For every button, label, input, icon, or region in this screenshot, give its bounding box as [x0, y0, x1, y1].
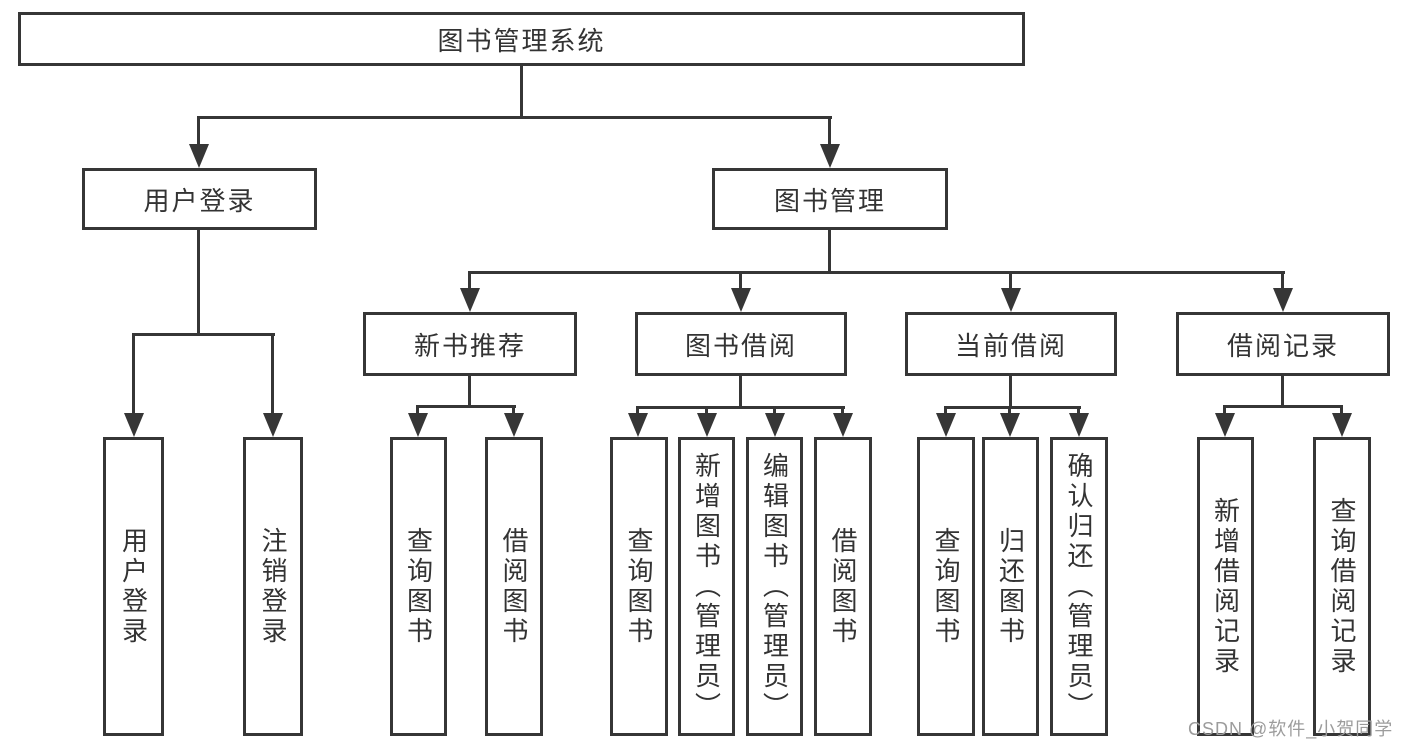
- leaf-label: 归还图书: [995, 526, 1026, 647]
- node-current-borrow: 当前借阅: [905, 312, 1117, 376]
- connector-line: [417, 405, 516, 408]
- leaf-add-books-admin: 新增图书（管理员）: [678, 437, 735, 736]
- leaf-label: 查询借阅记录: [1327, 496, 1357, 677]
- node-label: 当前借阅: [954, 330, 1067, 361]
- connector-line: [1009, 376, 1012, 409]
- node-label: 图书管理: [773, 185, 886, 216]
- connector-line: [520, 66, 523, 119]
- csdn-watermark: CSDN @软件_小贺同学: [1188, 719, 1394, 739]
- node-label: 图书借阅: [684, 330, 797, 361]
- connector-line: [1008, 406, 1011, 419]
- node-label: 图书管理系统: [437, 25, 606, 56]
- node-borrow-records: 借阅记录: [1176, 312, 1390, 376]
- leaf-label: 编辑图书（管理员）: [759, 451, 790, 722]
- arrow-down-icon: [504, 413, 524, 437]
- leaf-label: 查询图书: [931, 526, 961, 647]
- leaf-label: 新增图书（管理员）: [691, 451, 722, 722]
- arrow-down-icon: [124, 413, 144, 437]
- connector-line: [133, 333, 275, 336]
- connector-line: [1281, 376, 1284, 408]
- arrow-down-icon: [1001, 288, 1021, 312]
- arrow-down-icon: [408, 413, 428, 437]
- arrow-down-icon: [1215, 413, 1235, 437]
- leaf-query-borrow-record: 查询借阅记录: [1313, 437, 1371, 736]
- leaf-label: 确认归还（管理员）: [1064, 451, 1094, 722]
- leaf-label: 借阅图书: [499, 526, 529, 647]
- arrow-down-icon: [731, 288, 751, 312]
- arrow-down-icon: [1000, 413, 1020, 437]
- node-book-management: 图书管理: [712, 168, 948, 230]
- connector-line: [636, 406, 639, 419]
- leaf-query-books: 查询图书: [917, 437, 975, 736]
- connector-line: [828, 230, 831, 274]
- connector-line: [739, 271, 742, 293]
- leaf-label: 注销登录: [258, 526, 288, 647]
- connector-line: [739, 376, 742, 409]
- node-label: 新书推荐: [413, 330, 526, 361]
- node-label: 借阅记录: [1226, 330, 1339, 361]
- connector-line: [468, 271, 471, 293]
- arrow-down-icon: [189, 144, 209, 168]
- arrow-down-icon: [628, 413, 648, 437]
- node-root: 图书管理系统: [18, 12, 1025, 66]
- connector-line: [198, 116, 832, 119]
- connector-line: [773, 406, 776, 419]
- leaf-borrow-books: 借阅图书: [485, 437, 543, 736]
- connector-line: [1340, 405, 1343, 419]
- connector-line: [1009, 271, 1012, 293]
- node-user-login: 用户登录: [82, 168, 317, 230]
- connector-line: [512, 405, 515, 419]
- leaf-label: 新增借阅记录: [1210, 496, 1241, 677]
- arrow-down-icon: [833, 413, 853, 437]
- connector-line: [271, 333, 274, 419]
- leaf-logout: 注销登录: [243, 437, 303, 736]
- arrow-down-icon: [936, 413, 956, 437]
- arrow-down-icon: [460, 288, 480, 312]
- leaf-label: 查询图书: [624, 526, 654, 647]
- leaf-label: 用户登录: [118, 526, 149, 647]
- connector-line: [468, 271, 1285, 274]
- leaf-label: 查询图书: [403, 526, 434, 647]
- leaf-add-borrow-record: 新增借阅记录: [1197, 437, 1254, 736]
- connector-line: [1281, 271, 1284, 293]
- connector-line: [944, 406, 1081, 409]
- arrow-down-icon: [263, 413, 283, 437]
- leaf-confirm-return-admin: 确认归还（管理员）: [1050, 437, 1108, 736]
- node-book-borrow: 图书借阅: [635, 312, 847, 376]
- leaf-query-books: 查询图书: [390, 437, 447, 736]
- connector-line: [468, 376, 471, 408]
- connector-line: [1224, 405, 1343, 408]
- leaf-query-books: 查询图书: [610, 437, 668, 736]
- leaf-borrow-books: 借阅图书: [814, 437, 872, 736]
- connector-line: [132, 333, 135, 419]
- leaf-edit-books-admin: 编辑图书（管理员）: [746, 437, 803, 736]
- leaf-label: 借阅图书: [828, 526, 858, 647]
- connector-line: [636, 406, 845, 409]
- arrow-down-icon: [1273, 288, 1293, 312]
- connector-line: [841, 406, 844, 419]
- arrow-down-icon: [1069, 413, 1089, 437]
- node-label: 用户登录: [143, 185, 256, 216]
- connector-line: [416, 405, 419, 419]
- connector-line: [828, 116, 831, 150]
- arrow-down-icon: [820, 144, 840, 168]
- connector-line: [197, 230, 200, 336]
- leaf-user-login: 用户登录: [103, 437, 164, 736]
- arrow-down-icon: [697, 413, 717, 437]
- node-new-book-recommend: 新书推荐: [363, 312, 577, 376]
- connector-line: [197, 116, 200, 150]
- arrow-down-icon: [765, 413, 785, 437]
- connector-line: [1077, 406, 1080, 419]
- leaf-return-books: 归还图书: [982, 437, 1039, 736]
- arrow-down-icon: [1332, 413, 1352, 437]
- connector-line: [944, 406, 947, 419]
- connector-line: [1223, 405, 1226, 419]
- connector-line: [705, 406, 708, 419]
